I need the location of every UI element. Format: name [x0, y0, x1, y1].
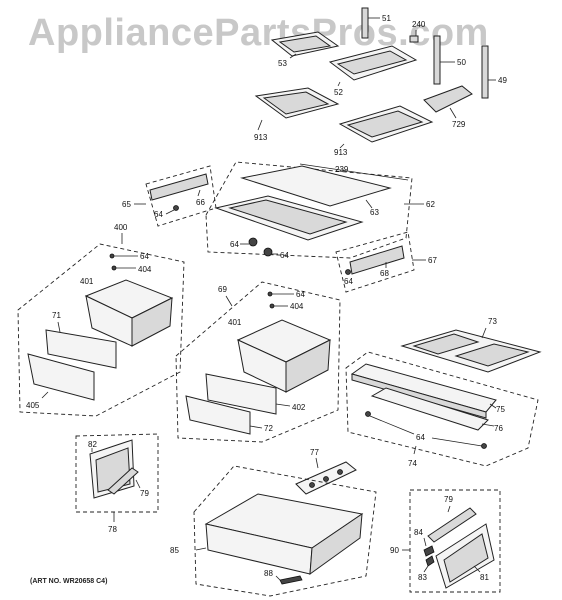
group-85-boundary [193, 465, 377, 597]
callout-50: 50 [457, 58, 466, 67]
callout-64-e: 64 [140, 252, 149, 261]
callout-74: 74 [408, 459, 417, 468]
callout-85: 85 [170, 546, 179, 555]
callout-240: 240 [412, 20, 426, 29]
clip-83 [425, 555, 435, 567]
bracket-68 [349, 245, 405, 275]
watermark: AppliancePartsPros.com [28, 12, 489, 54]
group-62-boundary [205, 161, 413, 259]
drawer-front-71 [45, 329, 117, 369]
callout-64-b: 64 [230, 240, 239, 249]
clip-84 [423, 545, 435, 557]
group-67: 68 67 64 [344, 245, 437, 286]
callout-71: 71 [52, 311, 61, 320]
art-number: (ART NO. WR20658 C4) [30, 578, 108, 585]
callout-53: 53 [278, 59, 287, 68]
callout-68: 68 [380, 269, 389, 278]
trim-405 [27, 353, 95, 401]
group-65: 66 65 64 [122, 173, 209, 219]
callout-81: 81 [480, 573, 489, 582]
drawer-front-402 [205, 373, 277, 415]
glass-63 [240, 165, 392, 207]
shelf-rail-51: 51 [361, 7, 391, 39]
group-62: 239 63 62 64 64 [214, 163, 435, 260]
group-65-boundary [145, 165, 217, 227]
bracket-66 [149, 173, 209, 201]
group-400: 400 64 404 401 71 405 [26, 223, 174, 410]
callout-75: 75 [496, 405, 505, 414]
screw-64-left [248, 237, 258, 247]
callout-49: 49 [498, 76, 507, 85]
part-77: 77 [295, 448, 357, 495]
callout-72: 72 [264, 424, 273, 433]
group-69-boundary [175, 281, 341, 443]
callout-84: 84 [414, 528, 423, 537]
group-67-boundary [335, 231, 415, 293]
callout-90: 90 [390, 546, 399, 555]
callout-913-right: 913 [334, 148, 348, 157]
callout-79-b: 79 [444, 495, 453, 504]
callout-404-a: 404 [138, 265, 152, 274]
callout-64-f: 64 [296, 290, 305, 299]
callout-64-a: 64 [154, 210, 163, 219]
callout-83: 83 [418, 573, 427, 582]
callout-400: 400 [114, 223, 128, 232]
rail-49: 49 [481, 45, 507, 99]
rail-51 [361, 7, 369, 39]
callout-76: 76 [494, 424, 503, 433]
group-78: 82 79 78 [88, 439, 149, 534]
clip-240: 240 [409, 20, 426, 43]
rail-79 [427, 507, 477, 543]
group-74-boundary [345, 351, 539, 467]
callout-67: 67 [428, 256, 437, 265]
group-90-boundary [409, 489, 501, 593]
callout-64-c: 64 [280, 251, 289, 260]
group-90: 79 84 83 81 90 [390, 495, 495, 589]
callout-65: 65 [122, 200, 131, 209]
shelf-913-right: 913 [334, 105, 434, 157]
callout-402: 402 [292, 403, 306, 412]
callout-64-d: 64 [344, 277, 353, 286]
callout-88: 88 [264, 569, 273, 578]
bracket-729: 729 [423, 85, 473, 129]
rail-76 [370, 387, 489, 431]
shelf-52: 52 [328, 45, 418, 97]
callout-913-left: 913 [254, 133, 268, 142]
callout-52: 52 [334, 88, 343, 97]
slide-88 [279, 575, 303, 585]
callout-79-a: 79 [140, 489, 149, 498]
callout-51: 51 [382, 14, 391, 23]
shelf-913-left: 913 [254, 87, 340, 142]
group-78-boundary [75, 433, 159, 513]
trim-72 [185, 395, 251, 435]
callout-404-b: 404 [290, 302, 304, 311]
callout-401-a: 401 [80, 277, 94, 286]
callout-73: 73 [488, 317, 497, 326]
callout-405: 405 [26, 401, 40, 410]
callout-239: 239 [335, 165, 349, 174]
shelf-73: 73 [400, 317, 542, 373]
callout-62: 62 [426, 200, 435, 209]
callout-729: 729 [452, 120, 466, 129]
rail-50: 50 [433, 35, 466, 85]
callout-77: 77 [310, 448, 319, 457]
callout-82: 82 [88, 440, 97, 449]
screw-64-right [263, 247, 273, 257]
callout-64-g: 64 [416, 433, 425, 442]
group-85: 85 88 [170, 493, 364, 585]
callout-78: 78 [108, 525, 117, 534]
group-74: 75 76 64 74 [350, 363, 505, 468]
callout-66: 66 [196, 198, 205, 207]
callout-401-b: 401 [228, 318, 242, 327]
group-69: 69 64 404 401 402 72 [185, 285, 332, 435]
callout-69: 69 [218, 285, 227, 294]
callout-63: 63 [370, 208, 379, 217]
slide-79 [107, 467, 139, 495]
group-400-boundary [17, 243, 185, 417]
shelf-53: 53 [270, 31, 340, 68]
